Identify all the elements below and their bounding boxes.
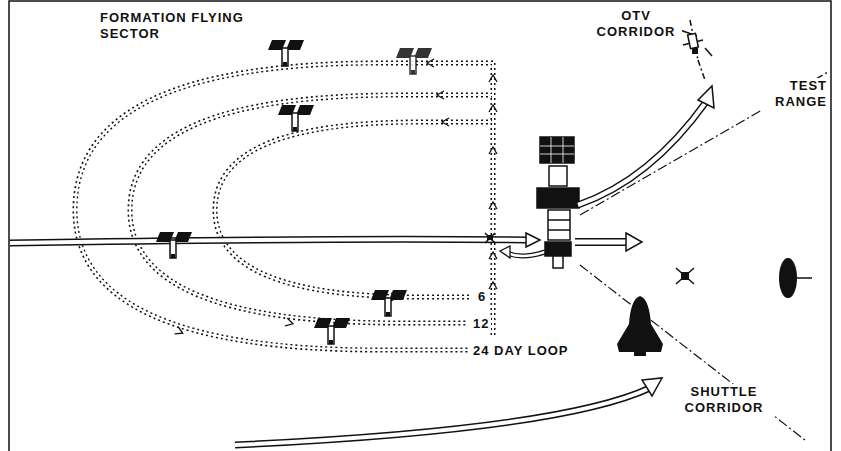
loop-label: 24 DAY LOOP [471,343,571,359]
loop-label: 6 [476,289,488,305]
region-label: TEST RANGE [745,78,829,110]
region-label: FORMATION FLYING SECTOR [98,10,252,42]
region-label: SHUTTLE CORRIDOR [672,384,776,416]
loop-label: 12 [471,316,491,332]
region-label: OTV CORRIDOR [590,8,682,40]
